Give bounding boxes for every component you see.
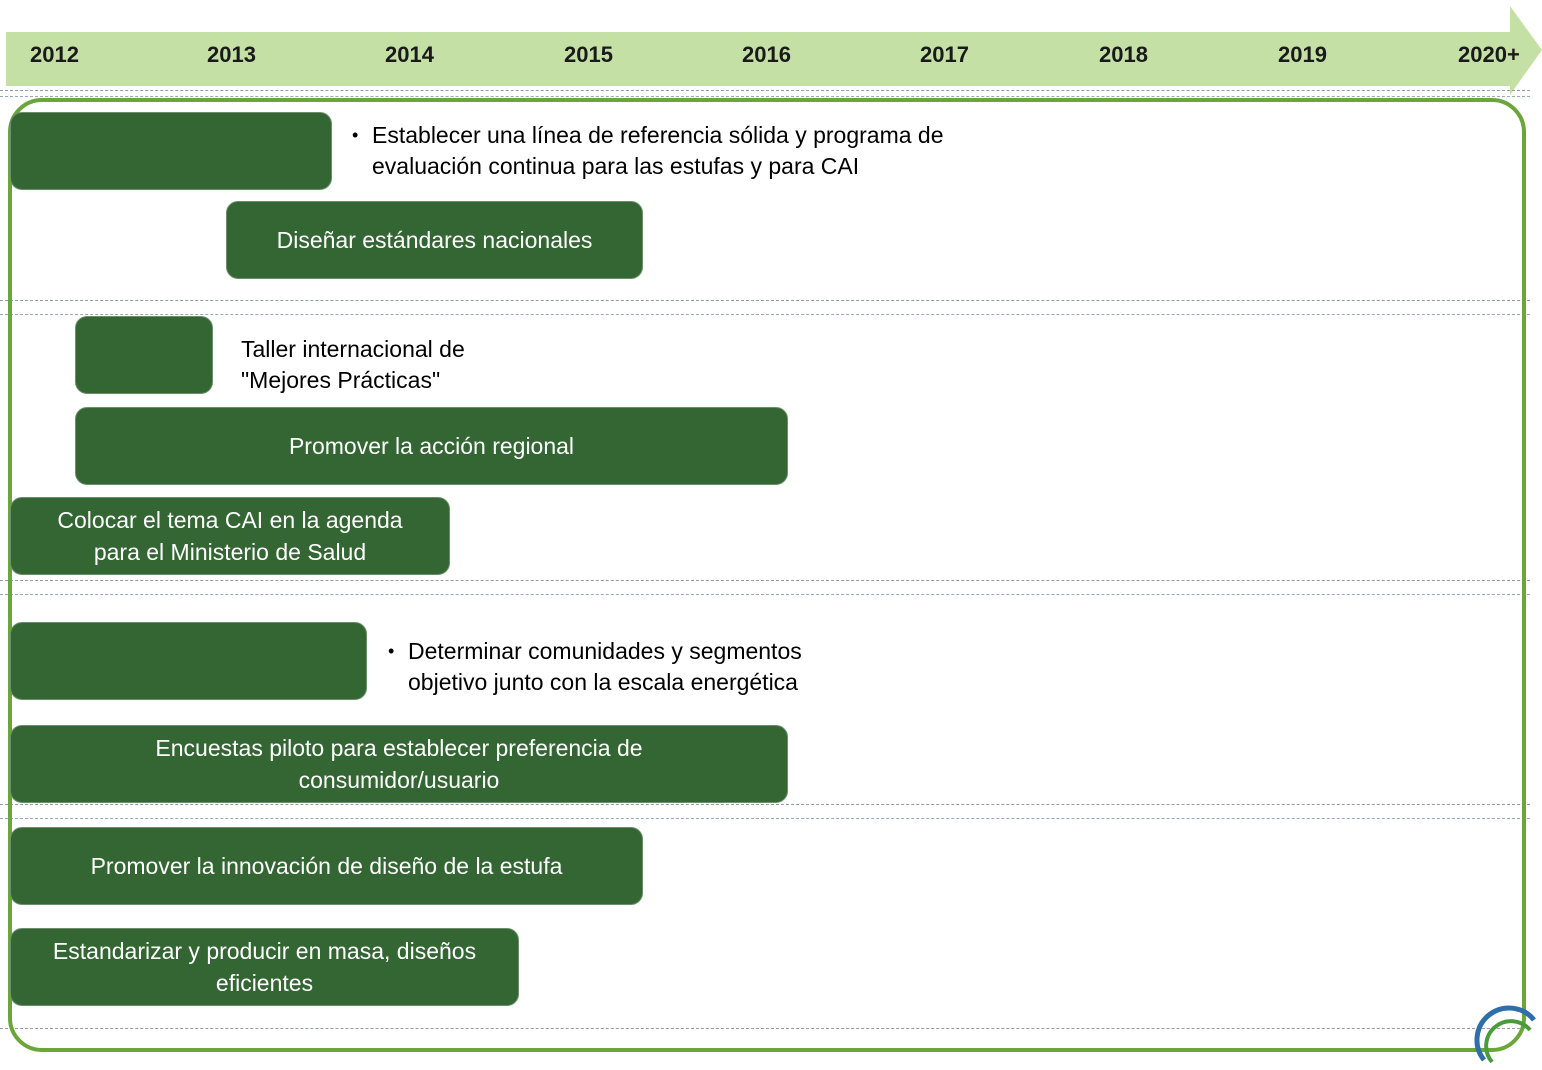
- year-2016: 2016: [742, 42, 791, 67]
- separator: [0, 580, 1530, 581]
- separator: [0, 90, 1530, 91]
- separator: [0, 96, 1530, 97]
- task-bar-regional: Promover la acción regional: [75, 407, 788, 485]
- task-label-regional: Promover la acción regional: [288, 433, 575, 459]
- task-label-agenda-line2: para el Ministerio de Salud: [93, 539, 367, 565]
- year-2019: 2019: [1278, 42, 1327, 67]
- task-bar-workshop: [75, 316, 213, 394]
- year-2017: 2017: [920, 42, 969, 67]
- separator: [0, 300, 1530, 301]
- task-label-agenda-line1: Colocar el tema CAI en la agenda: [57, 507, 403, 533]
- task-label-standards: Diseñar estándares nacionales: [276, 227, 593, 253]
- year-2012: 2012: [30, 42, 79, 67]
- task-note-baseline-line1: Establecer una línea de referencia sólid…: [372, 122, 944, 148]
- task-note-baseline: • Establecer una línea de referencia sól…: [352, 120, 944, 182]
- task-label-surveys-line2: consumidor/usuario: [298, 767, 500, 793]
- content-frame: [8, 98, 1536, 1064]
- year-2015: 2015: [564, 42, 613, 67]
- separator: [0, 1028, 1530, 1029]
- task-bar-innovation: Promover la innovación de diseño de la e…: [10, 827, 643, 905]
- task-note-communities-line1: Determinar comunidades y segmentos: [408, 638, 802, 664]
- task-note-baseline-line2: evaluación continua para las estufas y p…: [372, 153, 860, 179]
- year-2013: 2013: [207, 42, 256, 67]
- separator: [0, 818, 1530, 819]
- timeline-arrow: [6, 6, 1542, 95]
- year-2020-plus: 2020+: [1458, 42, 1520, 67]
- separator: [0, 804, 1530, 805]
- task-bar-agenda: Colocar el tema CAI en la agenda para el…: [10, 497, 450, 575]
- logo-icon: [1474, 1005, 1536, 1064]
- task-bar-mass-production: Estandarizar y producir en masa, diseños…: [10, 928, 519, 1006]
- task-note-communities-line2: objetivo junto con la escala energética: [408, 669, 798, 695]
- bullet: •: [352, 125, 359, 145]
- separator: [0, 594, 1530, 595]
- task-note-workshop-line2: "Mejores Prácticas": [241, 367, 441, 393]
- task-label-mass-line2: eficientes: [215, 970, 314, 996]
- task-label-mass-line1: Estandarizar y producir en masa, diseños: [52, 938, 477, 964]
- bullet: •: [388, 641, 395, 661]
- task-note-workshop-line1: Taller internacional de: [241, 336, 465, 362]
- task-note-communities: • Determinar comunidades y segmentos obj…: [388, 636, 802, 698]
- separator: [0, 314, 1530, 315]
- year-2018: 2018: [1099, 42, 1148, 67]
- task-label-surveys-line1: Encuestas piloto para establecer prefere…: [155, 735, 643, 761]
- task-note-workshop: Taller internacional de "Mejores Práctic…: [241, 334, 465, 396]
- year-2014: 2014: [385, 42, 434, 67]
- task-bar-surveys: Encuestas piloto para establecer prefere…: [10, 725, 788, 803]
- task-bar-baseline: [10, 112, 332, 190]
- task-bar-standards: Diseñar estándares nacionales: [226, 201, 643, 279]
- task-label-innovation: Promover la innovación de diseño de la e…: [90, 853, 563, 879]
- task-bar-communities: [10, 622, 367, 700]
